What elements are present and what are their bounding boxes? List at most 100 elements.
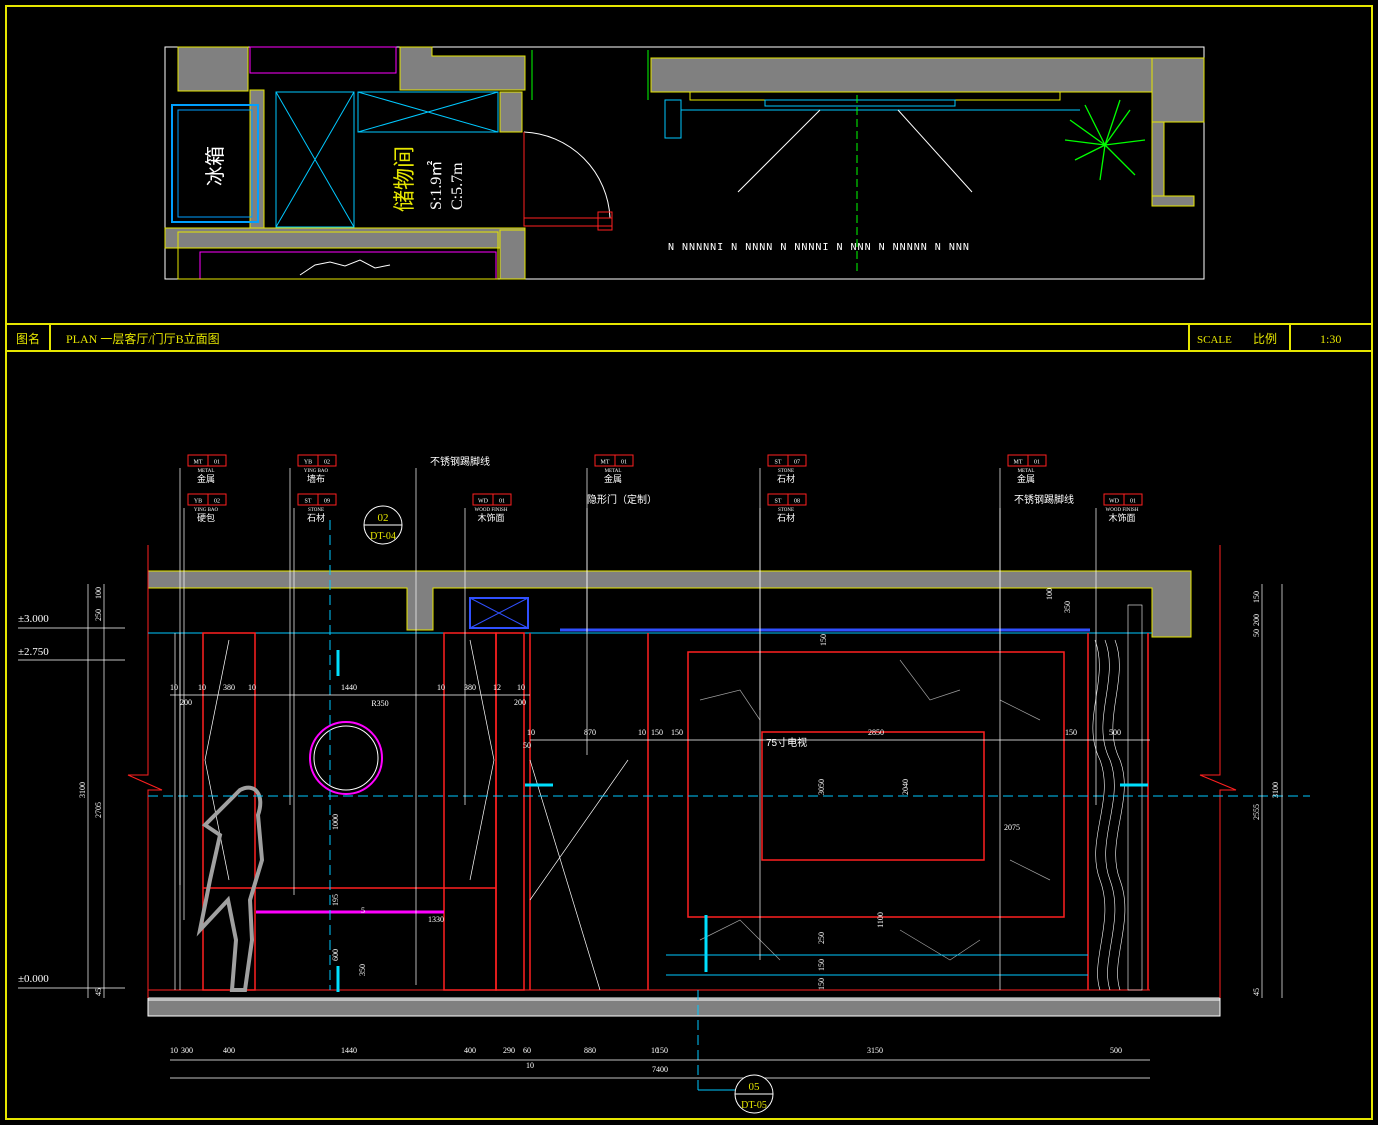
dimension-label: 200: [1252, 614, 1261, 626]
dimension-label: 150: [671, 728, 683, 737]
dimension-label: 200: [514, 698, 526, 707]
callout-top-sheet: DT-04: [370, 531, 396, 542]
storage-perimeter: C:5.7m: [449, 162, 466, 210]
level-top: ±3.000: [18, 613, 49, 625]
tag-english: STONE: [778, 469, 794, 474]
tag-number: 01: [499, 499, 505, 505]
tag-chinese: 木饰面: [1108, 512, 1135, 523]
callout-bottom-sheet: DT-05: [741, 1100, 767, 1111]
callout-top-number: 02: [378, 512, 389, 524]
dimension-label: 380: [223, 683, 235, 692]
note-hidden-door: 隐形门（定制）: [587, 493, 657, 506]
note-baseboard-1: 不锈钢踢脚线: [430, 455, 490, 468]
tag-english: STONE: [308, 508, 324, 513]
dimension-label: 10: [517, 683, 525, 692]
outer-frame: [5, 5, 1373, 1120]
dimension-label: 400: [464, 1046, 476, 1055]
tag-chinese: 石材: [777, 473, 795, 484]
tag-chinese: 金属: [604, 473, 622, 484]
dimension-label: 10: [638, 728, 646, 737]
dimension-label: R350: [371, 699, 388, 708]
tag-chinese: 金属: [1017, 473, 1035, 484]
tag-english: STONE: [778, 508, 794, 513]
tag-code: WD: [478, 499, 489, 505]
tag-english: YING BAO: [304, 469, 329, 474]
dimension-label: 10: [527, 728, 535, 737]
dimension-label: 45: [1252, 988, 1261, 996]
dimension-label: 3100: [1271, 782, 1280, 798]
dimension-label: 3100: [78, 782, 87, 798]
tag-code: MT: [1014, 460, 1023, 466]
tag-chinese: 石材: [307, 512, 325, 523]
tag-chinese: 木饰面: [477, 512, 504, 523]
dimension-label: 50: [523, 741, 531, 750]
floor-plan: 冰箱 储物间 S:1.9㎡ C:5.7m N: [164, 46, 1205, 280]
dimension-label: 3050: [817, 779, 826, 795]
dimension-label: 150: [817, 959, 826, 971]
note-baseboard-2: 不锈钢踢脚线: [1014, 493, 1074, 506]
scale-value: 1:30: [1320, 332, 1341, 346]
note-tv: 75寸电视: [766, 736, 807, 749]
dimension-label: 10: [526, 1061, 534, 1070]
dimension-label: 400: [223, 1046, 235, 1055]
dimension-label: 3150: [867, 1046, 883, 1055]
callout-bottom-number: 05: [749, 1081, 761, 1093]
tag-number: 07: [794, 460, 800, 466]
dimension-label: 10: [651, 1046, 659, 1055]
dimension-label: 7400: [652, 1065, 668, 1074]
tag-number: 01: [1034, 460, 1040, 466]
dimension-label: 10: [170, 1046, 178, 1055]
level-floor: ±0.000: [18, 973, 49, 985]
dimension-label: 12: [493, 683, 501, 692]
dimension-label: 1440: [341, 683, 357, 692]
tag-chinese: 石材: [777, 512, 795, 523]
tag-code: MT: [601, 460, 610, 466]
dimension-label: 870: [584, 728, 596, 737]
drawing-title: PLAN 一层客厅/门厅B立面图: [66, 331, 220, 346]
dimension-label: 2705: [94, 802, 103, 818]
dimension-label: 10: [198, 683, 206, 692]
tag-code: MT: [194, 460, 203, 466]
elevation: [87, 468, 1310, 1091]
tag-code: ST: [304, 499, 311, 505]
dimension-label: 880: [584, 1046, 596, 1055]
tag-english: METAL: [1018, 469, 1035, 474]
tag-english: YING BAO: [194, 508, 219, 513]
dimension-label: 250: [94, 609, 103, 621]
dimension-label: 45: [94, 988, 103, 996]
dimension-label: 195: [331, 894, 340, 906]
tag-chinese: 金属: [197, 473, 215, 484]
level-ceiling: ±2.750: [18, 646, 49, 658]
tag-code: ST: [774, 460, 781, 466]
dimension-label: 350: [1063, 601, 1072, 613]
dimension-label: 150: [1065, 728, 1077, 737]
dimension-label: 5: [361, 906, 365, 915]
storage-area: S:1.9㎡: [427, 161, 445, 210]
tag-number: 01: [1130, 499, 1136, 505]
tag-code: WD: [1109, 499, 1120, 505]
fridge-label: 冰箱: [204, 146, 227, 186]
tag-number: 01: [214, 460, 220, 466]
dimension-label: 100: [94, 587, 103, 599]
dimension-label: 500: [1110, 1046, 1122, 1055]
dimension-label: 1330: [428, 915, 444, 924]
dimension-label: 600: [331, 949, 340, 961]
tag-english: METAL: [198, 469, 215, 474]
tag-code: ST: [774, 499, 781, 505]
tag-code: YB: [194, 499, 202, 505]
tag-english: WOOD FINISH: [475, 508, 508, 513]
tag-number: 02: [324, 460, 330, 466]
scale-cn: 比例: [1253, 332, 1277, 346]
dimension-label: 60: [523, 1046, 531, 1055]
dimension-label: 2075: [1004, 823, 1020, 832]
